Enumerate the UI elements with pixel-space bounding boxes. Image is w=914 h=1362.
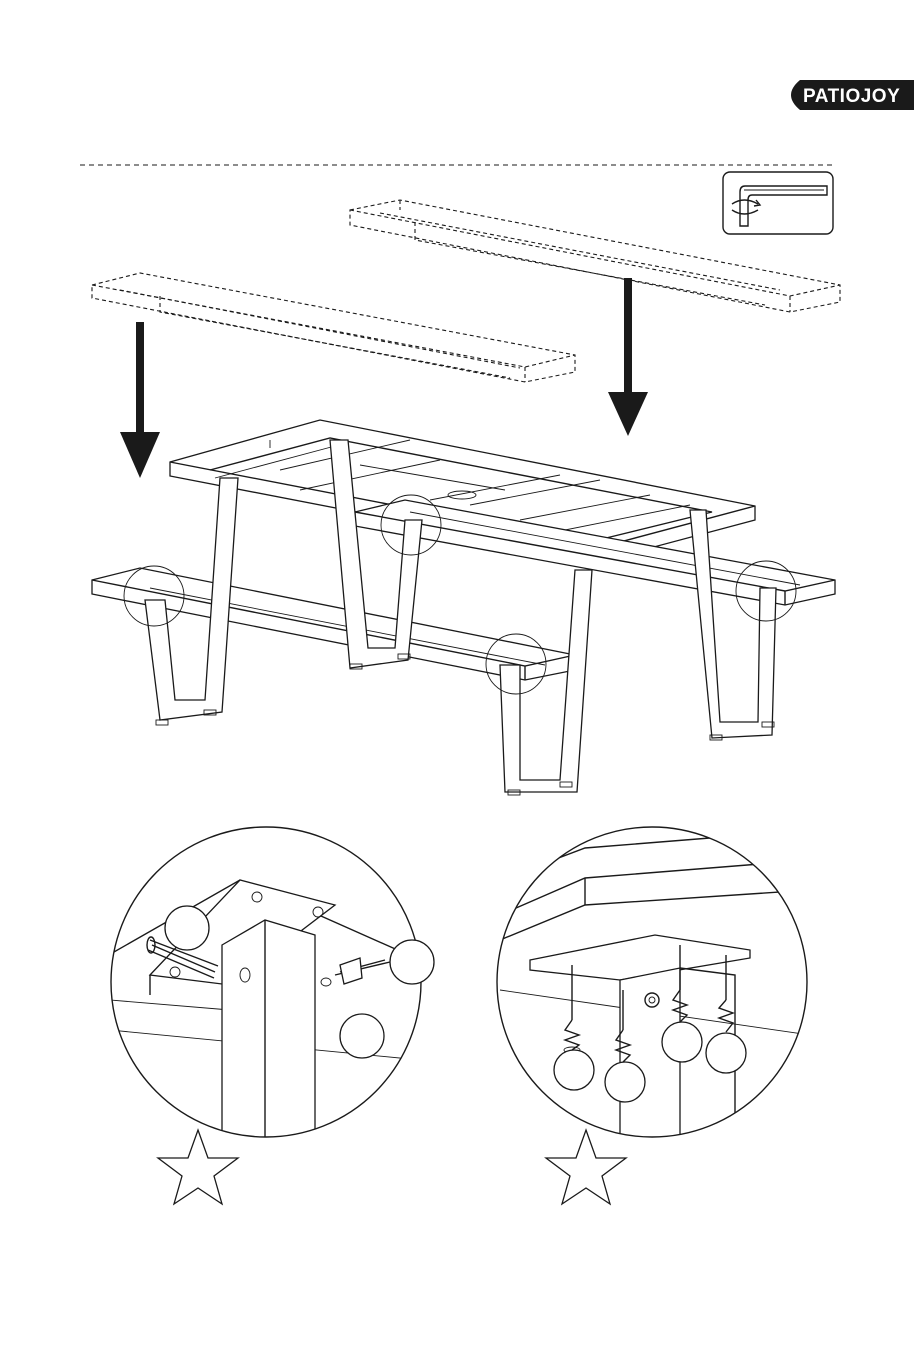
brand-logo-text: PATIOJOY [803,86,900,107]
callout-right-c [662,1022,702,1062]
detail-right [497,827,810,1204]
picnic-table [92,420,835,795]
callout-left-a [165,906,209,950]
star-icon [546,1130,626,1204]
hex-key-icon [723,172,833,234]
callout-right-a [554,1050,594,1090]
seat-board-left [92,273,575,382]
down-arrow-right [608,278,648,436]
callout-left-c [340,1014,384,1058]
callout-left-b [390,940,434,984]
down-arrow-left [120,322,160,478]
star-icon [158,1130,238,1204]
detail-left [100,827,434,1204]
callout-right-b [605,1062,645,1102]
callout-right-d [706,1033,746,1073]
brand-badge: PATIOJOY [791,80,914,110]
